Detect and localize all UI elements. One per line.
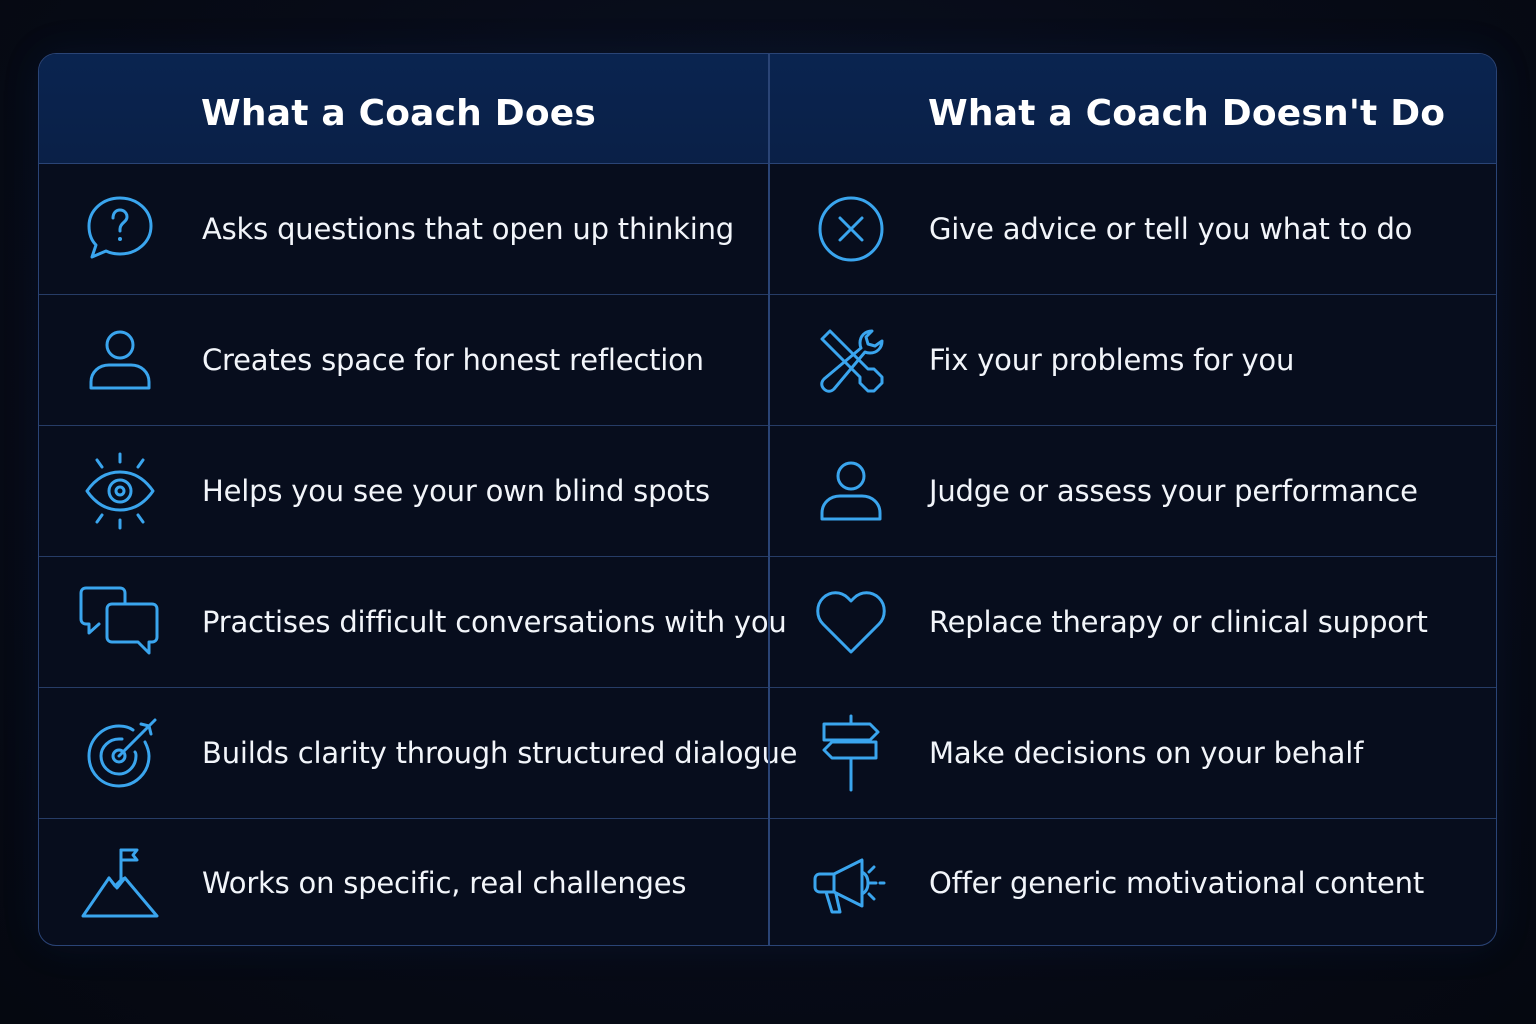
- does-cell: Creates space for honest reflection: [39, 295, 768, 425]
- x-circle-icon: [810, 188, 892, 270]
- target-icon: [79, 712, 161, 794]
- does-item-text: Builds clarity through structured dialog…: [202, 736, 798, 770]
- does-item-text: Practises difficult conversations with y…: [202, 605, 787, 639]
- does-cell: Asks questions that open up thinking: [39, 164, 768, 294]
- doesnt-cell: Give advice or tell you what to do: [770, 164, 1496, 294]
- doesnt-item-text: Fix your problems for you: [929, 343, 1295, 377]
- doesnt-cell: Fix your problems for you: [770, 295, 1496, 425]
- table-row: Builds clarity through structured dialog…: [39, 688, 1496, 819]
- person-icon: [810, 450, 892, 532]
- doesnt-cell: Judge or assess your performance: [770, 426, 1496, 556]
- does-cell: Builds clarity through structured dialog…: [39, 688, 797, 818]
- doesnt-item-text: Offer generic motivational content: [929, 866, 1425, 900]
- table-row: Practises difficult conversations with y…: [39, 557, 1496, 688]
- comparison-table: What a Coach Does What a Coach Doesn't D…: [38, 53, 1497, 946]
- doesnt-item-text: Make decisions on your behalf: [929, 736, 1364, 770]
- person-icon: [79, 319, 161, 401]
- table-row: Works on specific, real challenges Offer…: [39, 819, 1496, 945]
- doesnt-cell: Replace therapy or clinical support: [770, 557, 1496, 687]
- does-item-text: Creates space for honest reflection: [202, 343, 704, 377]
- does-cell: Helps you see your own blind spots: [39, 426, 768, 556]
- does-cell: Works on specific, real challenges: [39, 819, 768, 945]
- does-item-text: Works on specific, real challenges: [202, 866, 687, 900]
- header-coach-doesnt: What a Coach Doesn't Do: [928, 93, 1446, 134]
- table-header: What a Coach Does What a Coach Doesn't D…: [39, 54, 1496, 164]
- question-bubble-icon: [79, 188, 161, 270]
- mountain-flag-icon: [79, 842, 161, 924]
- doesnt-item-text: Replace therapy or clinical support: [929, 605, 1428, 639]
- header-coach-does: What a Coach Does: [201, 93, 597, 134]
- table-row: Helps you see your own blind spots Judge…: [39, 426, 1496, 557]
- heart-icon: [810, 581, 892, 663]
- tools-icon: [810, 319, 892, 401]
- doesnt-cell: Make decisions on your behalf: [770, 688, 1496, 818]
- eye-icon: [79, 450, 161, 532]
- does-item-text: Helps you see your own blind spots: [202, 474, 710, 508]
- column-divider: [768, 54, 770, 945]
- does-item-text: Asks questions that open up thinking: [202, 212, 735, 246]
- signpost-icon: [810, 712, 892, 794]
- megaphone-icon: [810, 842, 892, 924]
- table-row: Asks questions that open up thinking Giv…: [39, 164, 1496, 295]
- does-cell: Practises difficult conversations with y…: [39, 557, 787, 687]
- doesnt-item-text: Give advice or tell you what to do: [929, 212, 1413, 246]
- table-row: Creates space for honest reflection Fix …: [39, 295, 1496, 426]
- doesnt-cell: Offer generic motivational content: [770, 819, 1496, 945]
- doesnt-item-text: Judge or assess your performance: [929, 474, 1418, 508]
- chat-bubbles-icon: [79, 581, 161, 663]
